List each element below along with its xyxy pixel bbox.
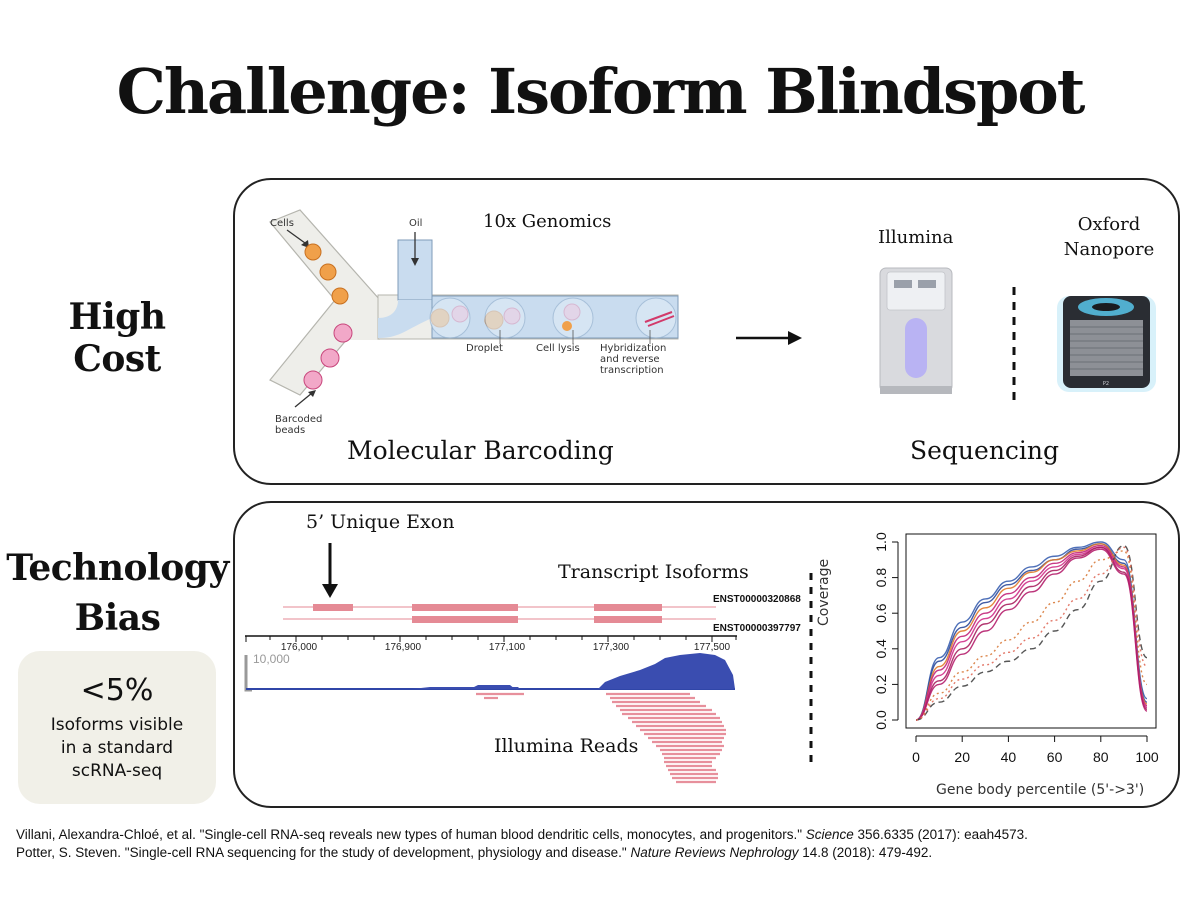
cells-label: Cells	[270, 218, 294, 229]
chart-x-tick-label: 100	[1135, 749, 1159, 765]
stat-description: Isoforms visible in a standard scRNA-seq	[18, 714, 216, 783]
oil-label: Oil	[409, 218, 423, 229]
hybridization-label: Hybridization and reverse transcription	[600, 343, 666, 376]
chart-series-line-8	[915, 550, 1148, 721]
chart-frame	[905, 533, 1157, 729]
coverage-max-label: 10,000	[253, 652, 290, 666]
chart-series-line-3	[915, 543, 1148, 721]
molecular-barcoding-caption: Molecular Barcoding	[347, 436, 614, 465]
oxford-nanopore-label: Oxford Nanopore	[1060, 212, 1158, 262]
isoform-stat-card: <5% Isoforms visible in a standard scRNA…	[18, 651, 216, 804]
coord-tick-5: 177,500	[694, 642, 731, 653]
isoform-1-track	[283, 604, 716, 611]
illumina-label: Illumina	[878, 227, 954, 248]
illumina-sequencer-icon	[879, 267, 953, 394]
hybridization-line-2: and reverse	[600, 354, 660, 365]
chart-y-tick-label: 0.4	[873, 639, 889, 659]
coord-tick-3: 177,100	[489, 642, 526, 653]
coord-tick-4: 177,300	[593, 642, 630, 653]
technology-bias-label: Technology Bias	[5, 543, 230, 643]
chart-y-tick-label: 0.0	[873, 710, 889, 730]
reference-1-detail: 356.6335 (2017): eaah4573.	[853, 827, 1028, 842]
cell-lysis-label: Cell lysis	[536, 343, 580, 354]
chart-x-axis-label: Gene body percentile (5'->3')	[936, 782, 1145, 798]
droplet-label: Droplet	[466, 343, 503, 354]
illumina-reads	[476, 692, 726, 784]
coord-tick-1: 176,000	[281, 642, 318, 653]
chart-x-tick-label: 0	[912, 749, 920, 765]
coord-tick-2: 176,900	[385, 642, 422, 653]
chart-plot-area: 0 20 40 60 80 100 0.0 0.2 0.4 0.6 0.8 1.0	[873, 532, 1159, 765]
barcoded-beads-label: Barcoded beads	[275, 414, 322, 436]
illumina-reads-label: Illumina Reads	[494, 735, 639, 757]
chart-y-tick-label: 0.6	[873, 603, 889, 623]
chart-series-line-5	[915, 546, 1148, 721]
chart-series-line-4	[915, 544, 1148, 721]
coordinate-tick-marks	[245, 636, 737, 642]
isoform-1-id: ENST00000320868	[713, 594, 801, 605]
tenx-genomics-label: 10x Genomics	[483, 211, 612, 232]
isoform-2-track	[283, 616, 716, 623]
hybridization-line-1: Hybridization	[600, 343, 667, 354]
reference-1: Villani, Alexandra-Chloé, et al. "Single…	[16, 826, 1186, 844]
chart-y-tick-label: 0.8	[873, 568, 889, 588]
technology-bias-line-2: Bias	[74, 597, 161, 639]
stat-desc-line-1: Isoforms visible	[50, 715, 184, 735]
process-arrow-head	[788, 331, 802, 345]
chart-series-line-7	[915, 548, 1148, 721]
references: Villani, Alexandra-Chloé, et al. "Single…	[16, 826, 1186, 862]
chart-x-tick-label: 40	[1001, 749, 1017, 765]
unique-exon-label: 5’ Unique Exon	[306, 511, 455, 533]
reference-2-journal: Nature Reviews Nephrology	[630, 845, 799, 860]
hybridization-line-3: transcription	[600, 365, 664, 376]
chart-x-tick-label: 60	[1047, 749, 1063, 765]
chart-series-line-1	[915, 541, 1148, 721]
chart-series-line-9	[915, 544, 1148, 721]
chart-x-tick-label: 80	[1093, 749, 1109, 765]
stat-desc-line-3: scRNA-seq	[71, 761, 163, 781]
chart-series-line-2	[915, 543, 1148, 721]
stat-value: <5%	[80, 673, 154, 708]
chart-series-line-6	[915, 546, 1148, 721]
isoform-2-id: ENST00000397797	[713, 623, 801, 634]
chart-x-tick-label: 20	[954, 749, 970, 765]
nanopore-line: Nanopore	[1063, 239, 1155, 260]
barcoded-beads-line-2: beads	[275, 425, 306, 436]
barcoded-beads-line-1: Barcoded	[275, 414, 323, 425]
oxford-line: Oxford	[1077, 214, 1141, 235]
reference-2-detail: 14.8 (2018): 479-492.	[798, 845, 933, 860]
high-cost-label: High Cost	[68, 296, 166, 380]
nanopore-badge: P2	[1103, 381, 1109, 387]
chart-y-tick-label: 0.2	[873, 674, 889, 694]
chart-y-axis-label: Coverage	[816, 558, 832, 626]
reference-2: Potter, S. Steven. "Single-cell RNA sequ…	[16, 844, 1186, 862]
coverage-histogram	[412, 653, 735, 689]
reference-1-text: Villani, Alexandra-Chloé, et al. "Single…	[16, 827, 806, 842]
stat-desc-line-2: in a standard	[60, 738, 174, 758]
slide-title: Challenge: Isoform Blindspot	[116, 55, 1086, 128]
nanopore-sequencer-icon: P2	[1057, 296, 1156, 392]
transcript-isoforms-label: Transcript Isoforms	[558, 561, 749, 583]
reference-1-journal: Science	[805, 827, 854, 842]
chart-y-tick-label: 1.0	[873, 532, 889, 552]
technology-bias-line-1: Technology	[6, 547, 229, 589]
sequencing-caption: Sequencing	[910, 436, 1060, 465]
reference-2-text: Potter, S. Steven. "Single-cell RNA sequ…	[16, 845, 631, 860]
